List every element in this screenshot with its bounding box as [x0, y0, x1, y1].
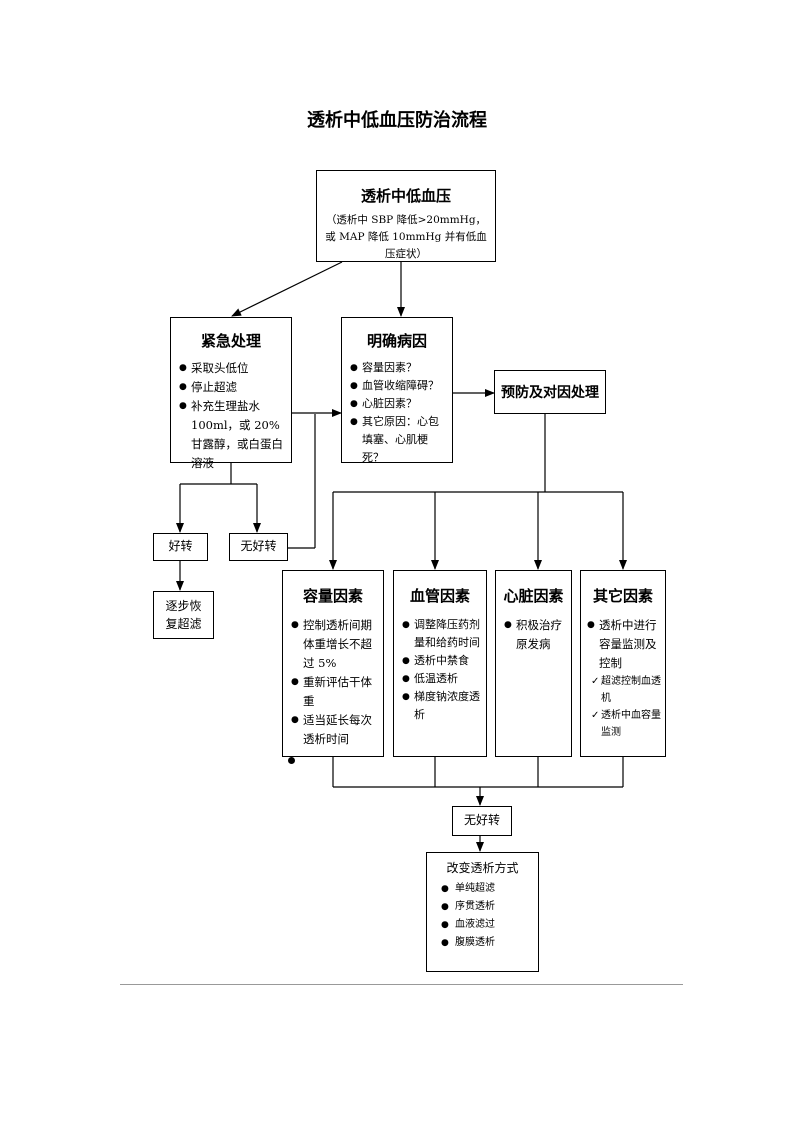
node-change-list: 单纯超滤 序贯透析 血液滤过 腹膜透析 [427, 880, 538, 952]
list-item: 低温透析 [402, 670, 480, 688]
node-volume-title: 容量因素 [302, 587, 363, 605]
list-item: 单纯超滤 [441, 880, 532, 898]
list-item: 重新评估干体重 [291, 673, 377, 711]
list-item: 采取头低位 [179, 359, 285, 378]
list-item: 梯度钠浓度透析 [402, 688, 480, 724]
node-recover-label: 逐步恢复超滤 [165, 599, 202, 631]
check-item: 透析中血容量监测 [591, 707, 663, 741]
list-item: 血管收缩障碍？ [350, 377, 446, 395]
list-item: 积极治疗原发病 [504, 616, 565, 654]
check-item: 超滤控制血透机 [591, 673, 663, 707]
node-other: 其它因素 透析中进行容量监测及控制 超滤控制血透机 透析中血容量监测 [580, 570, 666, 757]
list-item: 血液滤过 [441, 916, 532, 934]
node-emergency-list: 采取头低位 停止超滤 补充生理盐水 100ml，或 20%甘露醇，或白蛋白溶液 [171, 359, 291, 473]
list-item: 序贯透析 [441, 898, 532, 916]
list-item: 容量因素？ [350, 359, 446, 377]
stray-bullet-icon [288, 757, 295, 764]
node-top-desc: （透析中 SBP 降低>20mmHg，或 MAP 降低 10mmHg 并有低血压… [325, 214, 487, 260]
node-cause-list: 容量因素？ 血管收缩障碍？ 心脏因素？ 其它原因：心包填塞、心肌梗死？ [342, 359, 452, 467]
list-item: 其它原因：心包填塞、心肌梗死？ [350, 413, 446, 467]
node-vascular-title: 血管因素 [409, 587, 470, 605]
node-volume: 容量因素 控制透析间期体重增长不超过 5% 重新评估干体重 适当延长每次透析时间 [282, 570, 384, 757]
page-title: 透析中低血压防治流程 [307, 110, 487, 131]
page-divider [120, 984, 683, 985]
node-vascular: 血管因素 调整降压药剂量和给药时间 透析中禁食 低温透析 梯度钠浓度透析 [393, 570, 487, 757]
node-cardiac: 心脏因素 积极治疗原发病 [495, 570, 572, 757]
node-prevention: 预防及对因处理 [494, 370, 606, 414]
list-item: 适当延长每次透析时间 [291, 711, 377, 749]
node-not-better-bottom-label: 无好转 [463, 813, 500, 827]
node-change: 改变透析方式 单纯超滤 序贯透析 血液滤过 腹膜透析 [426, 852, 539, 972]
node-cause: 明确病因 容量因素？ 血管收缩障碍？ 心脏因素？ 其它原因：心包填塞、心肌梗死？ [341, 317, 453, 464]
node-better-label: 好转 [168, 539, 193, 553]
node-top: 透析中低血压 （透析中 SBP 降低>20mmHg，或 MAP 降低 10mmH… [316, 170, 496, 262]
node-prevention-title: 预防及对因处理 [501, 385, 599, 401]
node-cause-title: 明确病因 [366, 332, 427, 350]
arrow-top-to-emergency [231, 261, 343, 317]
node-cardiac-title: 心脏因素 [503, 587, 564, 605]
list-item: 停止超滤 [179, 378, 285, 397]
list-item: 调整降压药剂量和给药时间 [402, 616, 480, 652]
node-not-better-left: 无好转 [229, 533, 288, 561]
node-change-title: 改变透析方式 [446, 861, 519, 875]
list-item: 补充生理盐水 100ml，或 20%甘露醇，或白蛋白溶液 [179, 397, 285, 473]
list-item: 腹膜透析 [441, 934, 532, 952]
node-better: 好转 [153, 533, 208, 561]
node-emergency-title: 紧急处理 [200, 332, 261, 350]
list-item: 透析中进行容量监测及控制 [587, 616, 659, 673]
node-other-checks: 超滤控制血透机 透析中血容量监测 [581, 673, 665, 741]
list-item: 透析中禁食 [402, 652, 480, 670]
node-not-better-left-label: 无好转 [240, 539, 277, 553]
node-not-better-bottom: 无好转 [452, 806, 512, 836]
node-cardiac-list: 积极治疗原发病 [496, 616, 571, 654]
node-recover: 逐步恢复超滤 [153, 591, 214, 639]
node-top-title: 透析中低血压 [360, 187, 451, 205]
list-item: 心脏因素？ [350, 395, 446, 413]
list-item: 控制透析间期体重增长不超过 5% [291, 616, 377, 673]
node-other-title: 其它因素 [592, 587, 653, 605]
node-emergency: 紧急处理 采取头低位 停止超滤 补充生理盐水 100ml，或 20%甘露醇，或白… [170, 317, 292, 470]
node-volume-list: 控制透析间期体重增长不超过 5% 重新评估干体重 适当延长每次透析时间 [283, 616, 383, 749]
node-vascular-list: 调整降压药剂量和给药时间 透析中禁食 低温透析 梯度钠浓度透析 [394, 616, 486, 724]
node-other-list: 透析中进行容量监测及控制 [581, 616, 665, 673]
